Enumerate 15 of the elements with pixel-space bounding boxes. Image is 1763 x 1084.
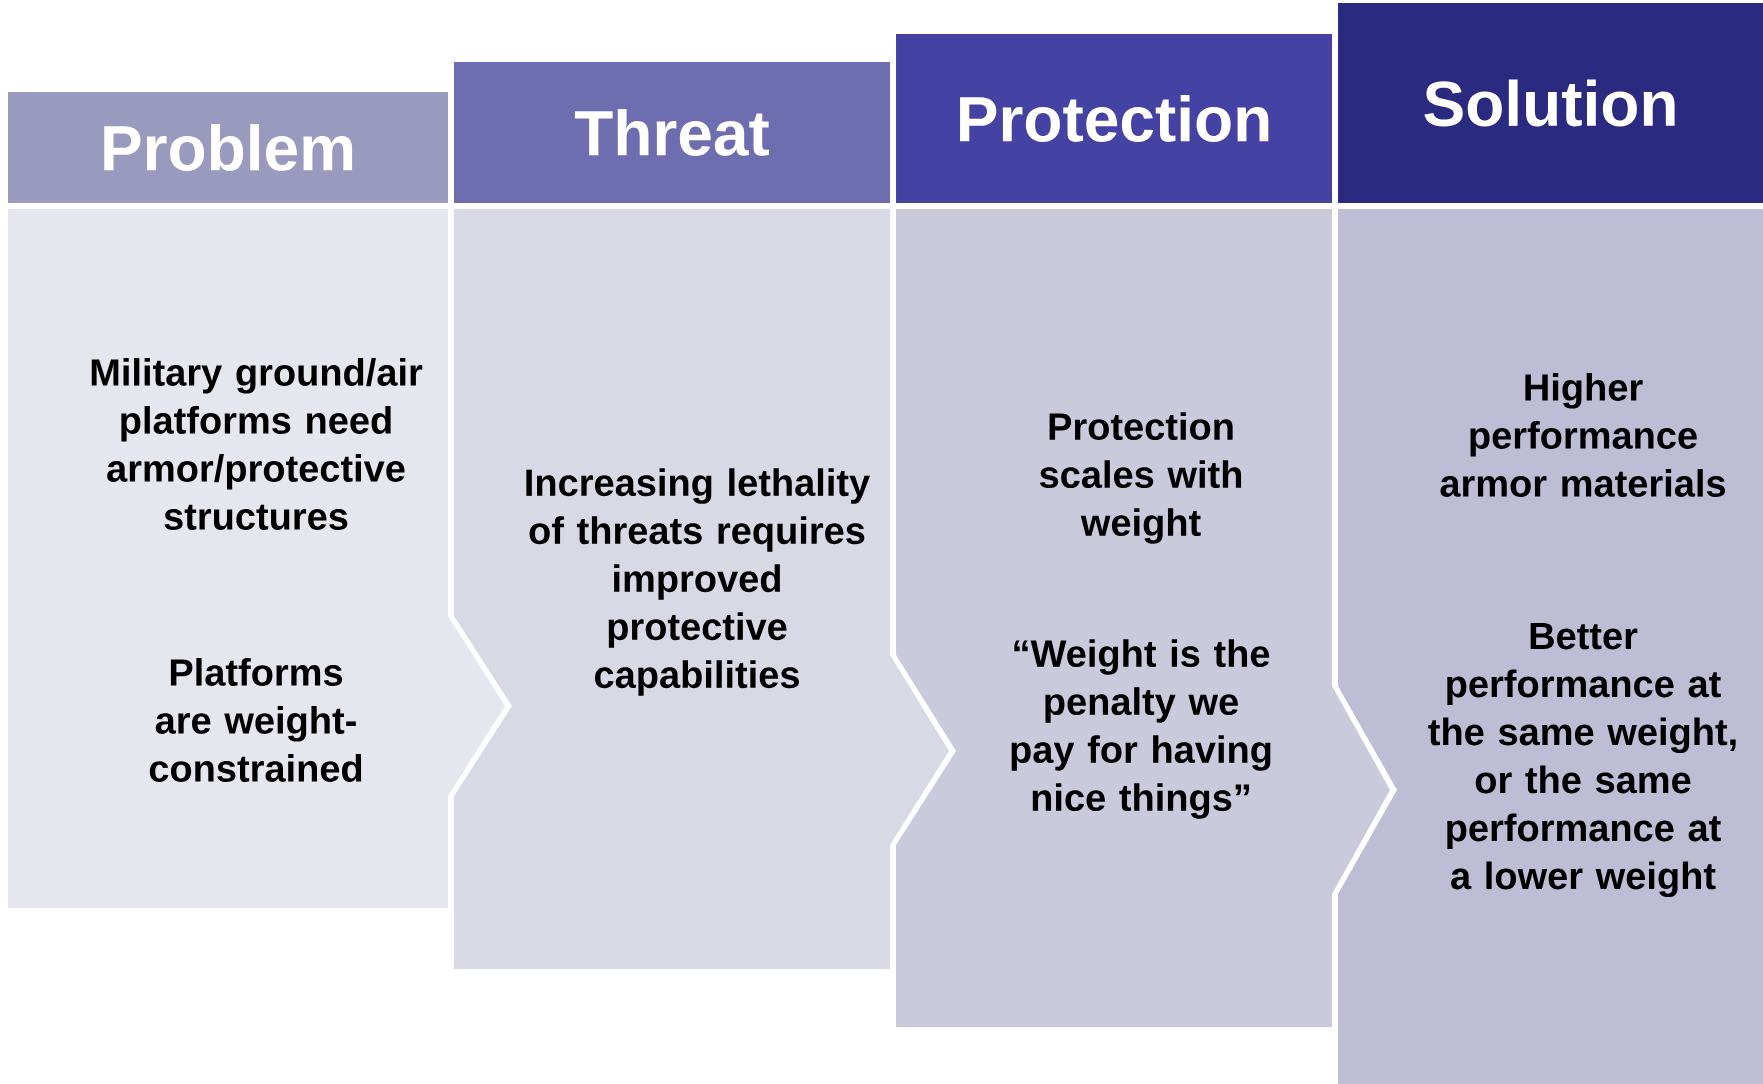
body-text: Platforms are weight-constrained [149, 658, 362, 782]
body-text: Higher performance armor materials [1440, 373, 1726, 497]
chevron-panel [454, 209, 949, 969]
chevron-panel [1338, 209, 1763, 1084]
body-text: Better performance at the same weight, or the same performance at a lower weight [1428, 622, 1736, 898]
header-box: Solution [1338, 3, 1763, 203]
body-text: “Weight is the penalty we pay for having nice things” [1011, 639, 1271, 819]
body-text: Military ground/air platforms need armor/protective structures [91, 358, 423, 530]
body-text: Protection scales with weight [1039, 412, 1242, 544]
chevron-panel [8, 209, 505, 908]
header-box: Protection [896, 34, 1332, 203]
header-box: Problem [8, 92, 448, 203]
chevron-panel [896, 209, 1390, 1027]
header-box: Threat [454, 62, 890, 203]
body-text: Increasing lethality of threats requires improved protective capabilities [526, 468, 870, 696]
